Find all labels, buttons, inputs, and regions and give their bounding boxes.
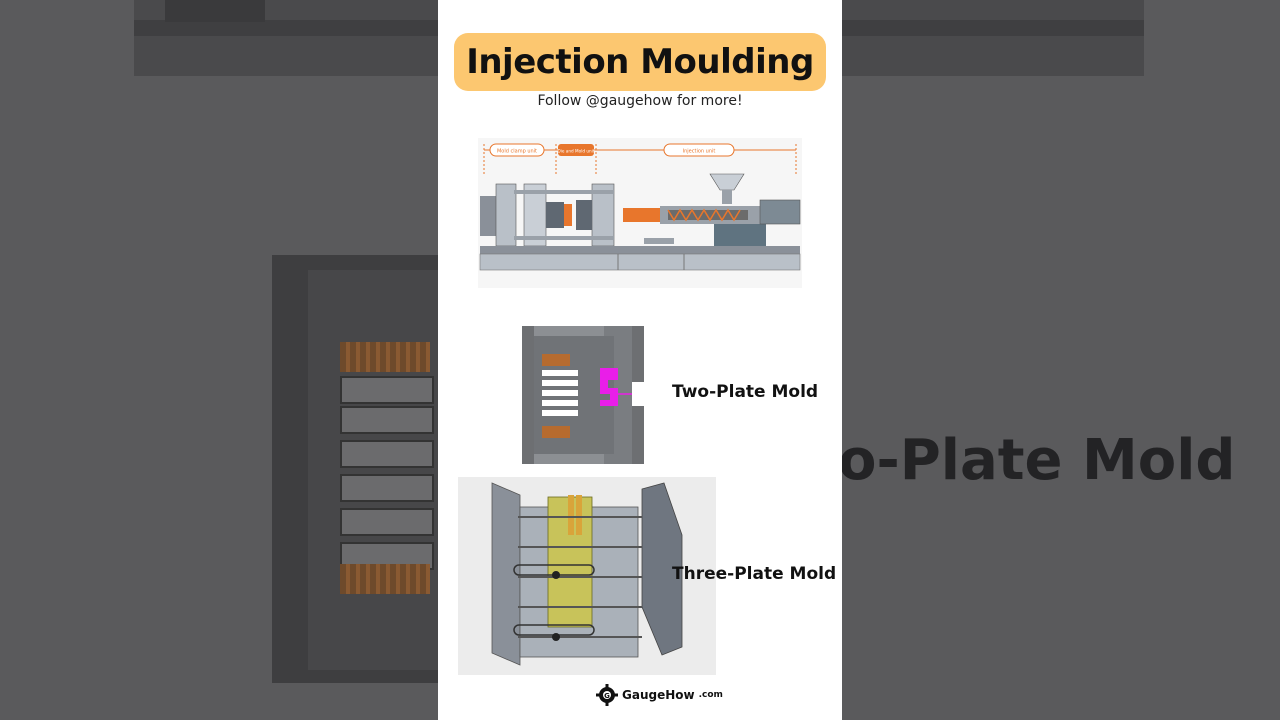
brand-logo: G GaugeHow.com — [596, 684, 723, 706]
two-plate-mold-label: Two-Plate Mold — [672, 382, 819, 402]
injection-unit-label: Injection unit — [683, 149, 716, 155]
brand-name: GaugeHow — [622, 688, 695, 702]
three-plate-mold-label: Three-Plate Mold — [672, 564, 837, 584]
three-plate-mold-diagram — [458, 477, 716, 675]
bg-spring-bottom — [340, 564, 430, 594]
bg-large-label: o-Plate Mold — [838, 428, 1236, 493]
clamp-unit-label: Mold clamp unit — [497, 149, 537, 155]
bg-slot — [340, 406, 434, 434]
bg-slot — [340, 376, 434, 404]
bg-slot — [340, 474, 434, 502]
bg-spring-top — [340, 342, 430, 372]
two-plate-mold-diagram — [522, 326, 644, 464]
bg-mold-plate — [308, 270, 438, 670]
bg-slot — [340, 440, 434, 468]
injection-machine-diagram: Mold clamp unit Die and Mold unit Inject… — [478, 138, 802, 288]
svg-text:G: G — [604, 692, 610, 700]
bg-slot — [340, 508, 434, 536]
die-unit-label: Die and Mold unit — [558, 149, 595, 154]
follow-caption: Follow @gaugehow for more! — [537, 93, 743, 109]
infographic-panel: Injection Moulding Follow @gaugehow for … — [438, 0, 842, 720]
bg-machine-block — [165, 0, 265, 22]
page-title: Injection Moulding — [454, 33, 826, 91]
gear-icon: G — [596, 684, 618, 706]
brand-suffix: .com — [698, 690, 723, 700]
